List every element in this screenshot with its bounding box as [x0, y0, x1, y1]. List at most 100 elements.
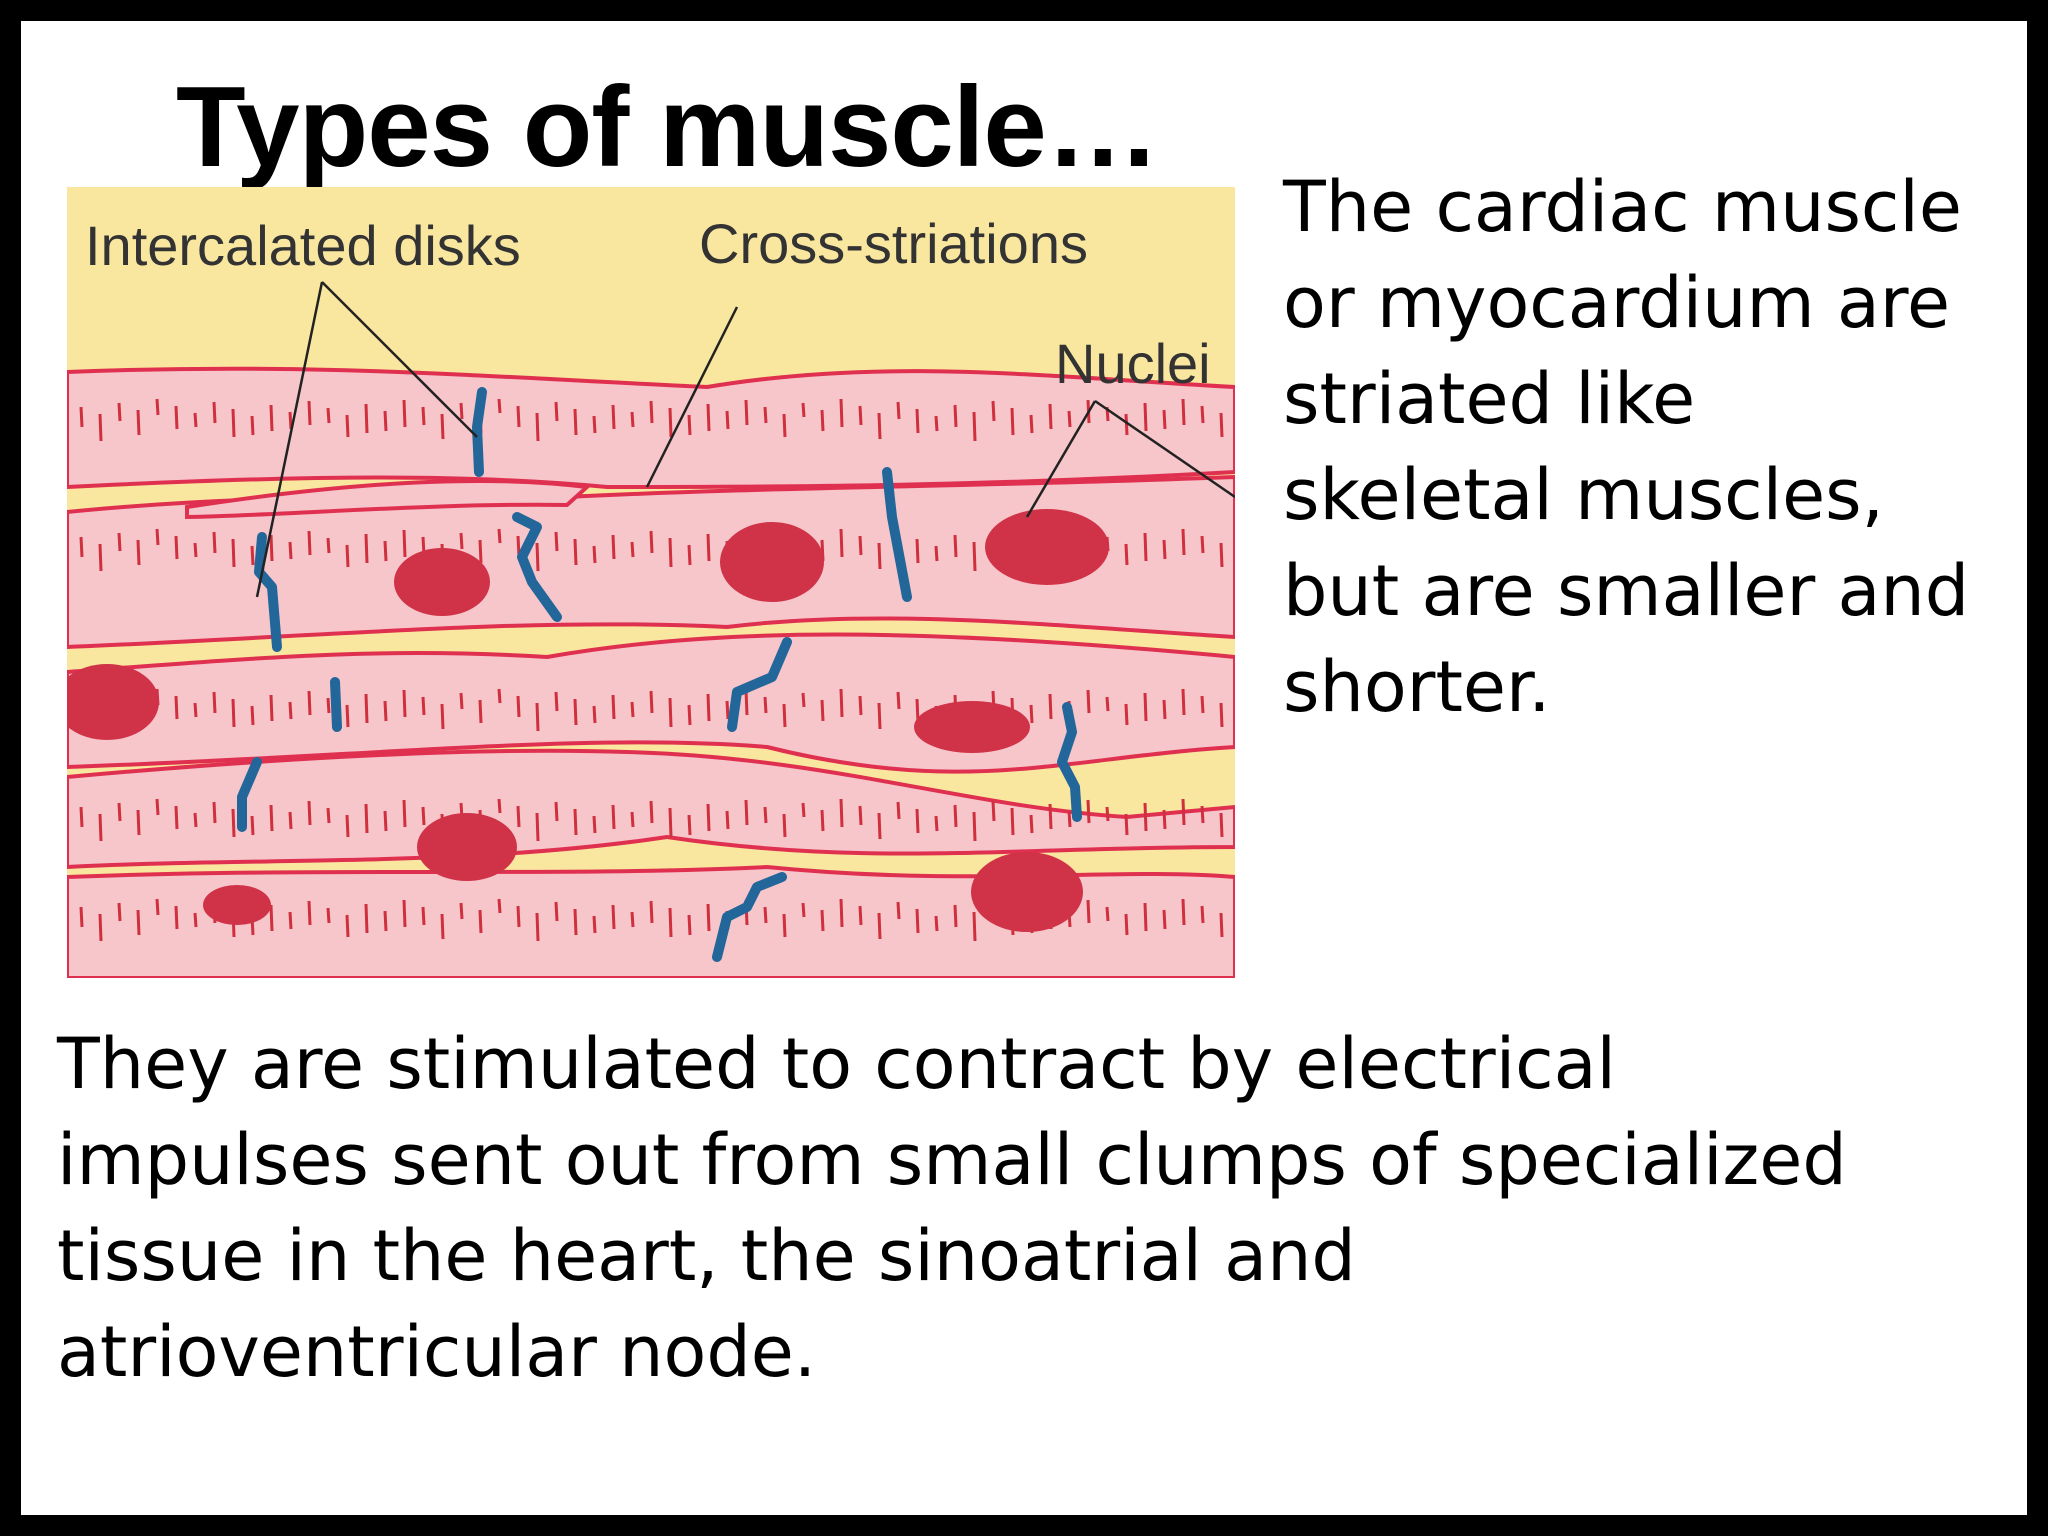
striation-mark [98, 543, 103, 572]
striation-mark [592, 915, 597, 934]
leader-lines [255, 281, 1235, 598]
striation-mark [516, 695, 521, 718]
striation-mark [364, 403, 369, 434]
striation-mark [440, 913, 445, 940]
striation-mark [535, 412, 540, 442]
striation-mark [896, 901, 901, 920]
striation-mark [288, 541, 293, 560]
striation-mark [953, 404, 958, 428]
intercalated-disk [727, 637, 792, 732]
label-nuclei: Nuclei [1055, 332, 1211, 395]
striation-mark [117, 402, 122, 422]
striation-mark [440, 413, 445, 440]
striation-mark [820, 699, 825, 722]
striation-mark [402, 529, 407, 558]
striation-mark [155, 528, 160, 546]
striation-mark [478, 909, 483, 934]
striation-mark [839, 898, 844, 928]
striation-mark [535, 912, 540, 942]
cardiac-muscle-diagram: Intercalated disks Cross-striations Nucl… [67, 187, 1235, 978]
striation-mark [174, 805, 179, 830]
striation-mark [98, 813, 103, 842]
striation-mark [706, 803, 711, 832]
striation-mark [516, 905, 521, 928]
striation-mark [991, 400, 996, 422]
striation-mark [953, 904, 958, 928]
slide-title: Types of muscle… [176, 64, 1160, 191]
striation-mark [136, 539, 141, 566]
striation-mark [1105, 806, 1110, 822]
striation-mark [1181, 798, 1186, 826]
striation-mark [1124, 543, 1129, 566]
striation-mark [1010, 807, 1015, 836]
striation-mark [269, 404, 274, 432]
striation-mark [820, 909, 825, 932]
striation-mark [915, 908, 920, 934]
striation-mark [630, 811, 635, 828]
striation-mark [345, 414, 350, 438]
striation-mark [307, 400, 312, 426]
striation-mark [858, 535, 863, 556]
striation-mark [459, 692, 464, 710]
striation-mark [1200, 405, 1205, 424]
striation-mark [763, 906, 768, 924]
striation-mark [345, 814, 350, 838]
striation-mark [592, 545, 597, 564]
nucleus [67, 664, 159, 740]
intercalated-disk [882, 467, 912, 602]
striation-mark [839, 398, 844, 428]
striation-mark [1010, 407, 1015, 436]
striation-mark [174, 405, 179, 430]
striation-mark [1200, 535, 1205, 554]
nucleus [203, 885, 271, 925]
striation-mark [345, 544, 350, 568]
striation-mark [231, 808, 236, 838]
striation-mark [649, 800, 654, 824]
striation-mark [1029, 814, 1034, 834]
striation-mark [117, 902, 122, 922]
slide: Types of muscle… Intercalated disks Cros… [21, 21, 2027, 1515]
striation-mark [1105, 906, 1110, 922]
striation-mark [801, 902, 806, 918]
leader-line [321, 281, 478, 438]
striation-mark [934, 915, 939, 932]
striation-mark [136, 909, 141, 936]
intercalated-disk [237, 757, 262, 832]
striation-mark [402, 899, 407, 928]
striation-mark [535, 702, 540, 732]
striation-mark [307, 900, 312, 926]
striation-mark [269, 804, 274, 832]
striation-mark [326, 907, 331, 924]
striation-mark [1181, 898, 1186, 926]
striation-mark [554, 691, 559, 712]
intercalated-disk [330, 677, 342, 732]
striation-mark [1048, 403, 1053, 430]
striation-mark [250, 415, 255, 436]
striation-mark [706, 903, 711, 932]
striation-mark [1162, 539, 1167, 560]
striation-mark [98, 913, 103, 942]
nucleus [971, 852, 1083, 932]
striation-mark [592, 705, 597, 724]
striation-mark [98, 413, 103, 442]
striation-mark [155, 898, 160, 916]
striation-mark [478, 699, 483, 724]
striation-mark [896, 691, 901, 710]
striation-mark [1067, 410, 1072, 428]
intercalated-disk [512, 512, 562, 622]
striation-mark [117, 802, 122, 822]
striation-mark [1200, 805, 1205, 824]
striation-mark [972, 811, 977, 842]
striation-mark [250, 705, 255, 726]
striation-mark [934, 545, 939, 562]
side-paragraph: The cardiac muscle or myocardium are str… [1283, 166, 1970, 728]
striation-mark [1181, 528, 1186, 556]
striation-mark [782, 913, 787, 938]
striation-mark [212, 801, 217, 824]
striation-mark [573, 408, 578, 436]
striation-mark [915, 808, 920, 834]
striation-mark [478, 539, 483, 564]
striation-mark [611, 804, 616, 830]
striation-mark [459, 902, 464, 920]
striation-mark [497, 898, 502, 914]
